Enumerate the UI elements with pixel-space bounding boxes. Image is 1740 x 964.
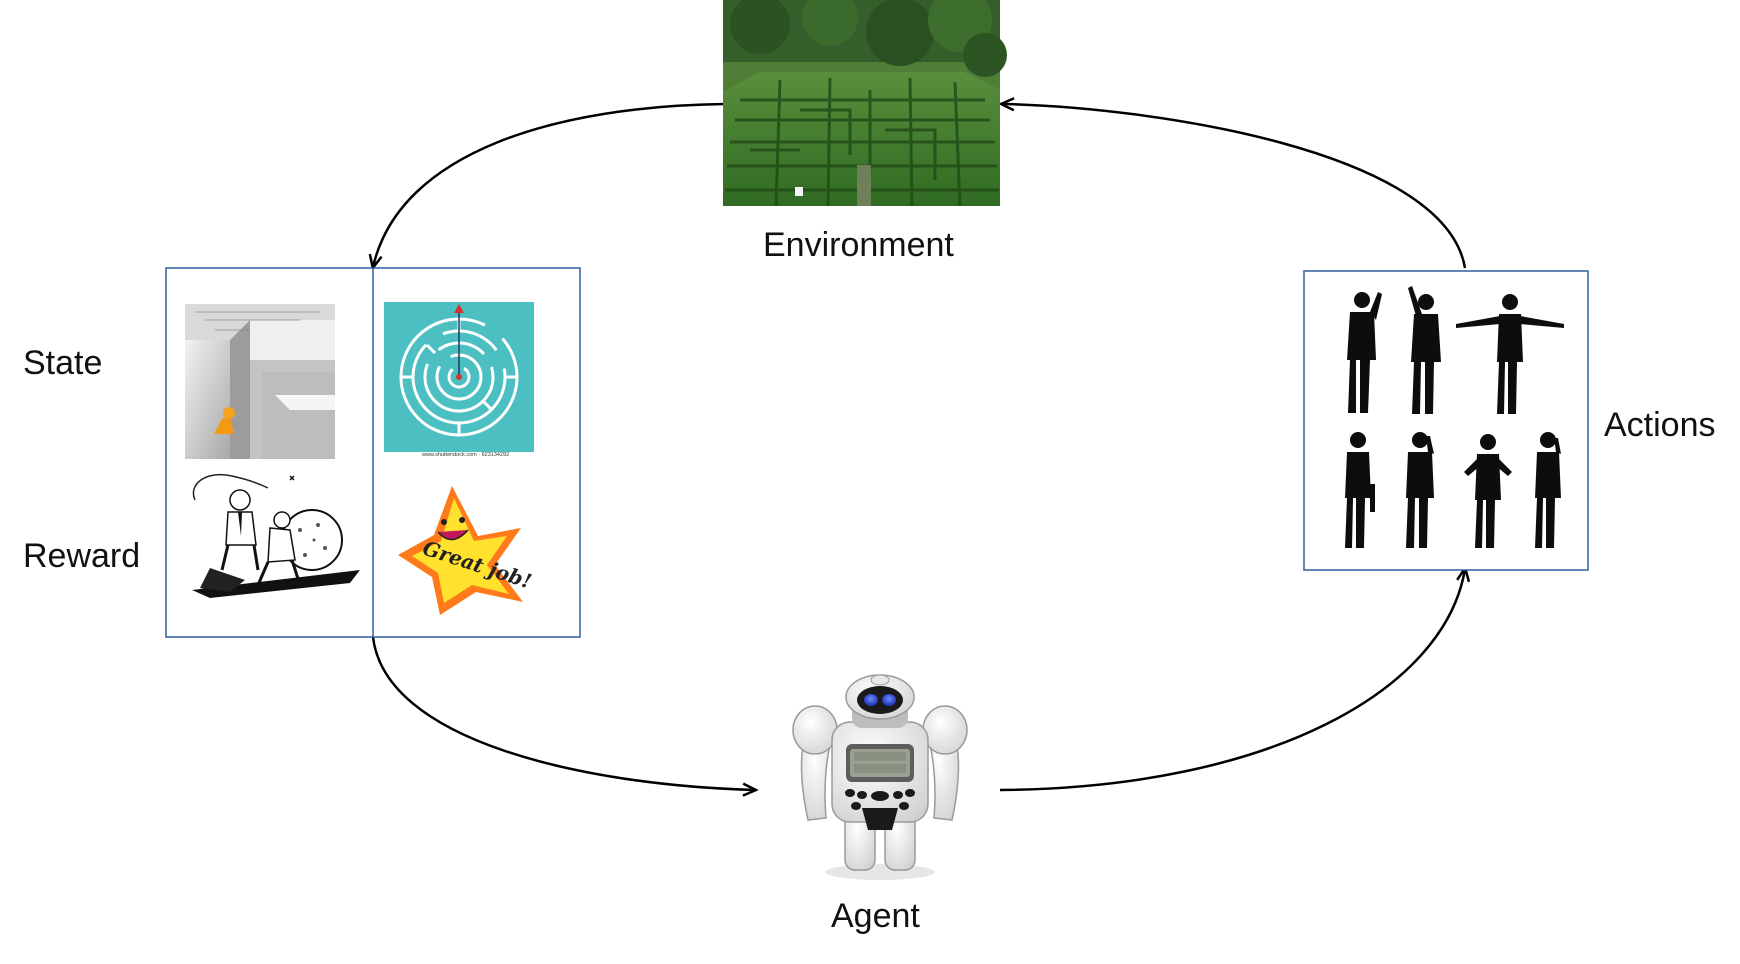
agent-label: Agent <box>831 897 920 935</box>
arrow-agent-to-actions <box>999 569 1465 792</box>
actions-label: Actions <box>1604 406 1716 444</box>
stock-caption: www.shutterstock.com · 623134292 <box>421 452 509 458</box>
reward-cartoon-icon <box>192 473 360 598</box>
arrow-state-to-agent <box>371 636 755 790</box>
arrow-actions-to-env <box>1002 104 1467 269</box>
agent-robot-icon <box>792 674 968 880</box>
arrow-env-to-state <box>373 102 726 267</box>
business-silhouettes-icon <box>1345 286 1564 548</box>
state-circular-maze-icon <box>384 302 534 452</box>
state-3d-maze-icon <box>185 304 335 459</box>
state-label: State <box>23 344 103 382</box>
reward-label: Reward <box>23 537 141 575</box>
environment-label: Environment <box>763 226 954 264</box>
environment-maze-photo <box>723 0 1007 207</box>
